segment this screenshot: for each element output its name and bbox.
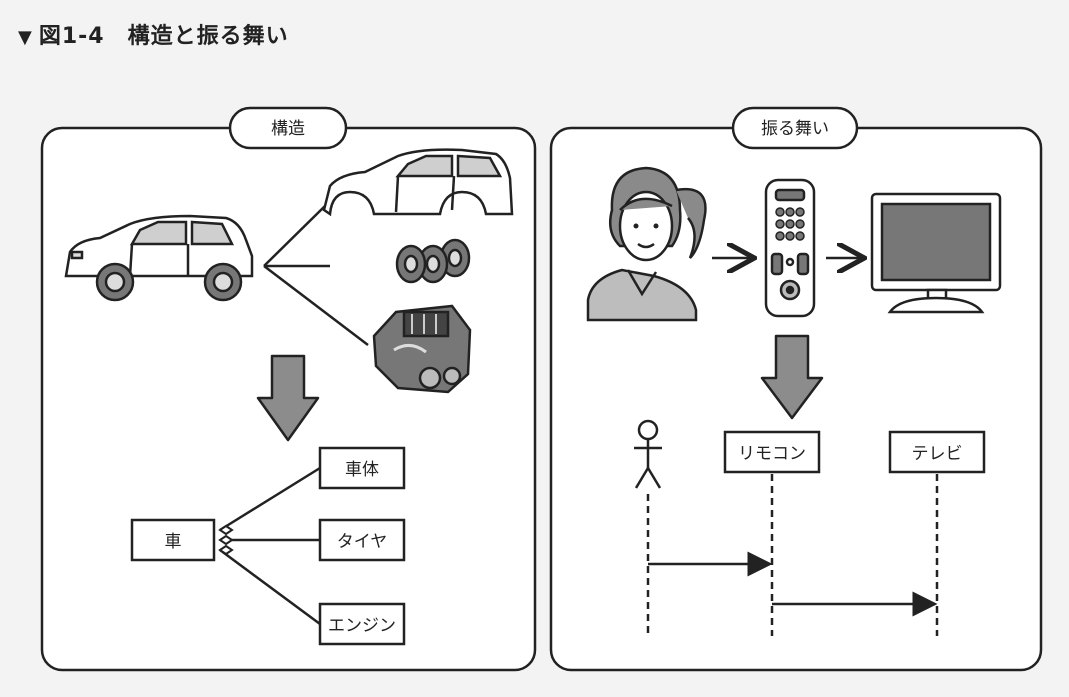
structure-panel: 構造 [40,106,537,672]
down-arrow-icon [760,334,824,420]
part-label: 車体 [345,460,379,480]
behavior-label-pill [731,106,859,150]
root-class-box [130,518,216,562]
sequence-diagram: リモコン テレビ [634,419,986,636]
class-tree: 車 車体 タイヤ エンジン [130,446,406,646]
part-box [318,602,406,646]
behavior-label: 振る舞い [761,119,829,139]
root-class-label: 車 [165,532,182,552]
tv-illustration [870,192,1002,314]
car-body-illustration [322,148,514,217]
car-illustration [64,214,254,302]
part-label: エンジン [328,616,396,636]
figure-title: ▼図1-4 構造と振る舞い [18,18,289,50]
part-label: タイヤ [337,532,388,552]
lifeline-label: テレビ [912,444,963,464]
lifeline-box [723,430,821,474]
lifeline-box [888,430,986,474]
down-arrow-icon [256,354,320,442]
triangle-marker-icon: ▼ [18,27,33,48]
lifeline-label: リモコン [738,444,806,464]
decomposition-lines [263,204,369,346]
actor-icon [634,419,662,489]
part-box [318,446,406,490]
part-box [318,518,406,562]
remote-control-illustration [764,178,816,318]
structure-label-pill [228,106,348,150]
tires-illustration [395,238,471,284]
person-illustration [586,166,707,322]
figure-title-text: 図1-4 構造と振る舞い [38,24,289,49]
behavior-panel: 振る舞い [549,106,1043,672]
engine-illustration [372,304,472,394]
structure-label: 構造 [271,119,305,139]
